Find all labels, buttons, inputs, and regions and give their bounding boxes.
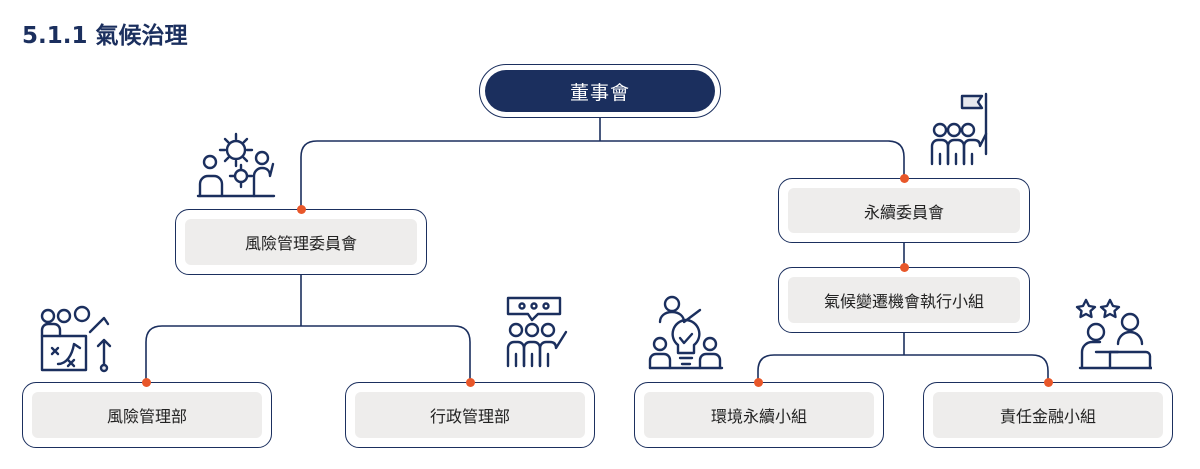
connector-dot <box>296 204 306 214</box>
rating-stars-icon <box>1074 296 1152 372</box>
admin-dept-node: 行政管理部 <box>345 382 595 448</box>
risk-committee-label: 風險管理委員會 <box>185 219 417 265</box>
connector-dot <box>753 377 763 387</box>
connector-root-left <box>300 140 600 209</box>
risk-committee-node: 風險管理委員會 <box>175 209 427 275</box>
connector-dot <box>899 262 909 272</box>
connector-risk-left <box>145 325 301 382</box>
sustainability-committee-node: 永續委員會 <box>778 178 1030 243</box>
connector-risk-right <box>301 325 471 382</box>
team-flag-icon <box>928 92 1010 168</box>
board-node: 董事會 <box>479 64 721 118</box>
connector-dot <box>1043 377 1053 387</box>
connector-dot <box>465 377 475 387</box>
env-team-node: 環境永續小組 <box>634 382 884 448</box>
board-label: 董事會 <box>485 70 715 112</box>
env-team-label: 環境永續小組 <box>644 392 874 438</box>
connector-dot <box>899 173 909 183</box>
idea-team-icon <box>648 294 726 370</box>
sustainability-committee-label: 永續委員會 <box>788 188 1020 233</box>
finance-team-node: 責任金融小組 <box>923 382 1173 448</box>
section-title: 5.1.1 氣候治理 <box>22 23 188 49</box>
finance-team-label: 責任金融小組 <box>933 392 1163 438</box>
climate-team-node: 氣候變遷機會執行小組 <box>778 267 1030 333</box>
climate-team-label: 氣候變遷機會執行小組 <box>788 277 1020 323</box>
admin-dept-label: 行政管理部 <box>355 392 585 438</box>
meeting-discussion-icon <box>502 294 580 370</box>
risk-dept-node: 風險管理部 <box>22 382 272 448</box>
gears-team-icon <box>196 128 276 200</box>
connector-climate-right <box>904 354 1049 382</box>
connector-dot <box>141 377 151 387</box>
connector-root-right <box>600 140 905 178</box>
strategy-plan-icon <box>38 302 118 374</box>
risk-dept-label: 風險管理部 <box>32 392 262 438</box>
connector-climate-left <box>757 354 904 382</box>
